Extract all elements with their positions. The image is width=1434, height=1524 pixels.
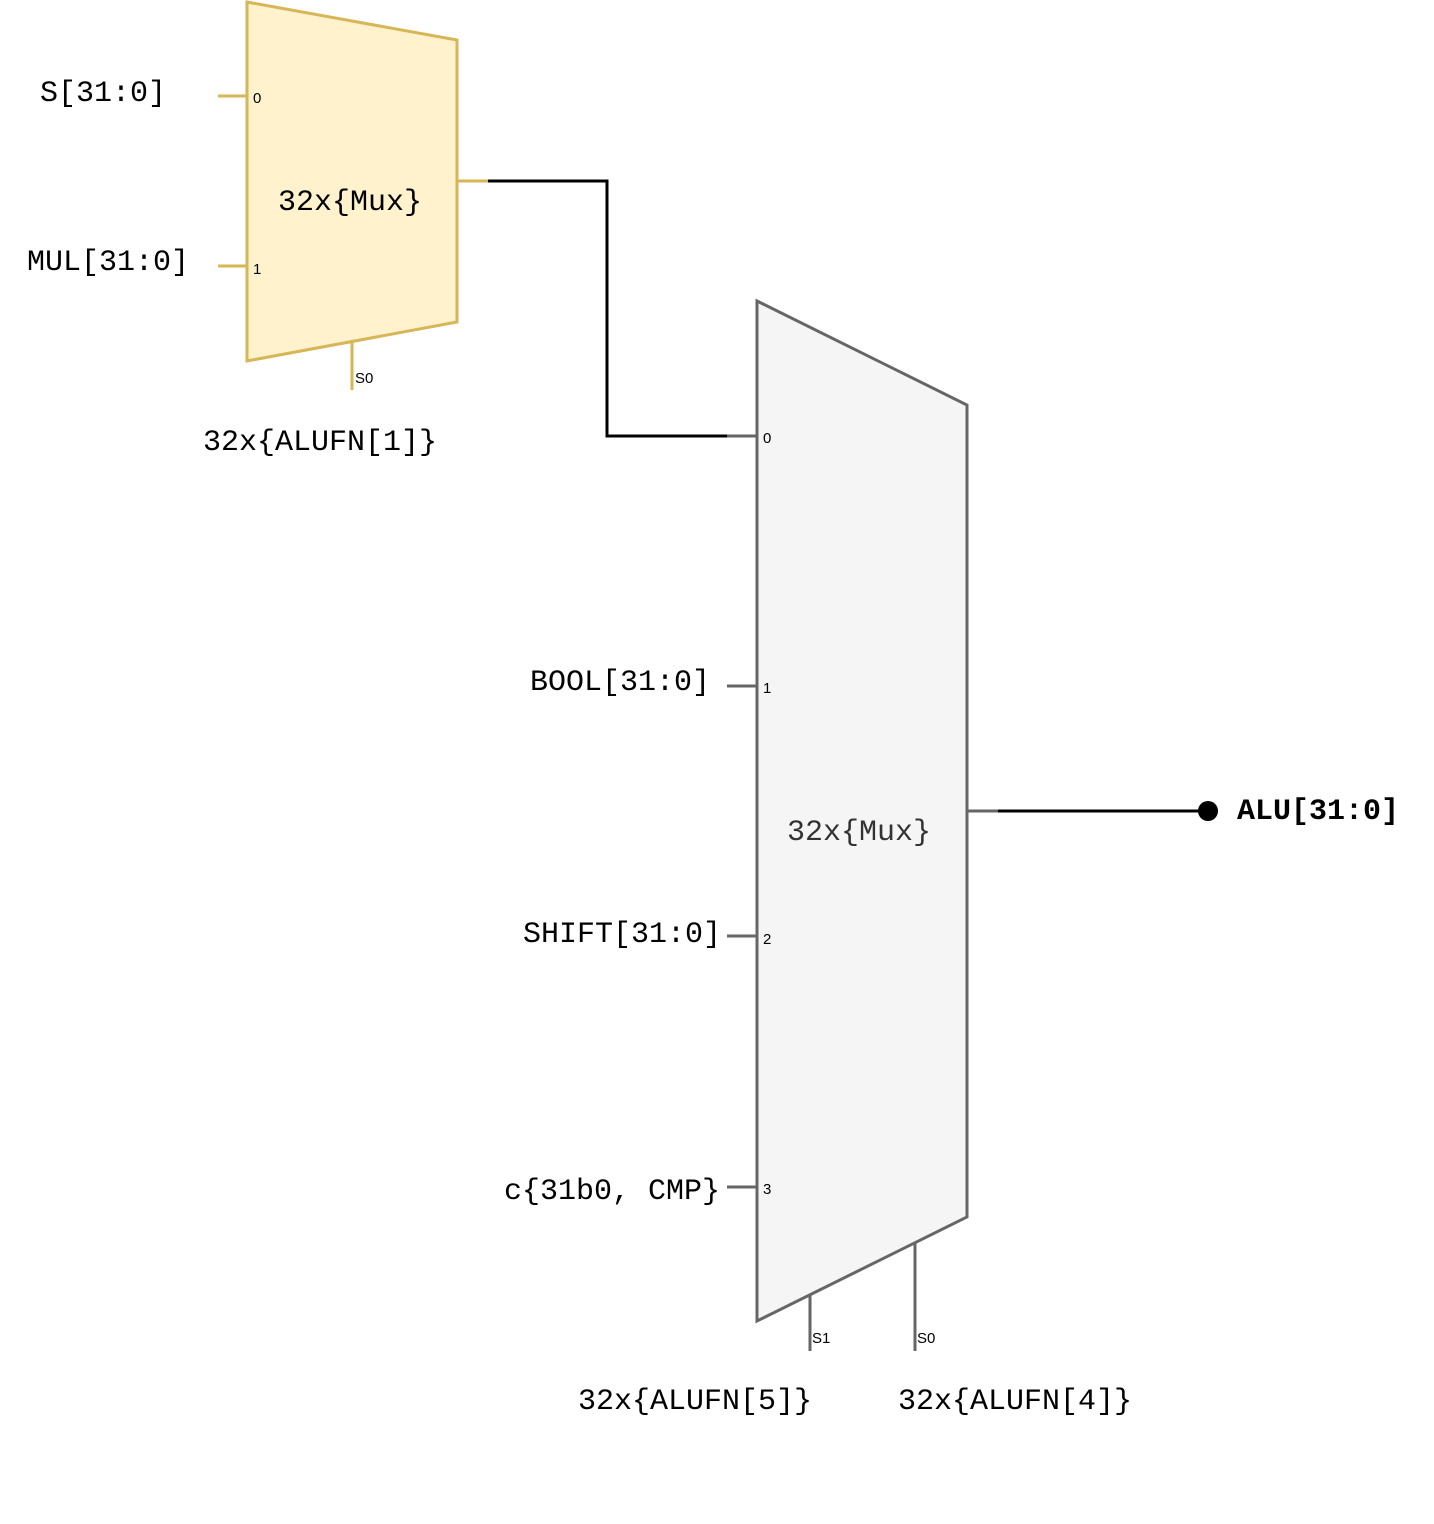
mux1-select-label: 32x{ALUFN[1]} (203, 426, 437, 460)
mux1-port-0: 0 (253, 90, 261, 107)
mux2-select-label-s0: 32x{ALUFN[4]} (898, 1385, 1132, 1419)
mux1-port-1: 1 (253, 261, 261, 278)
input-label-shift: SHIFT[31:0] (523, 918, 721, 952)
mux1-title: 32x{Mux} (278, 186, 422, 220)
mux2-port-2: 2 (763, 931, 771, 948)
input-label-mul: MUL[31:0] (27, 246, 189, 280)
input-label-bool: BOOL[31:0] (530, 666, 710, 700)
mux2-select-port-s0: S0 (917, 1330, 935, 1347)
mux2-select-port-s1: S1 (812, 1330, 830, 1347)
output-label: ALU[31:0] (1237, 795, 1399, 829)
mux2-port-0: 0 (763, 430, 771, 447)
input-label-s: S[31:0] (40, 77, 166, 111)
mux2-title: 32x{Mux} (787, 816, 931, 850)
mux1-body[interactable] (245, 0, 459, 363)
output-terminal-dot[interactable] (1198, 801, 1218, 821)
mux2-select-label-s1: 32x{ALUFN[5]} (578, 1385, 812, 1419)
mux1: 32x{Mux} 0 1 S0 (218, 0, 488, 390)
mux2-body[interactable] (755, 298, 969, 1324)
input-label-cmp: c{31b0, CMP} (504, 1175, 720, 1209)
mux1-select-port: S0 (355, 370, 373, 387)
wire-mux1-to-mux2[interactable] (488, 179, 727, 438)
mux2-port-1: 1 (763, 680, 771, 697)
mux2-port-3: 3 (763, 1181, 771, 1198)
mux2: 32x{Mux} 0 1 2 3 S1 S0 (727, 298, 998, 1351)
